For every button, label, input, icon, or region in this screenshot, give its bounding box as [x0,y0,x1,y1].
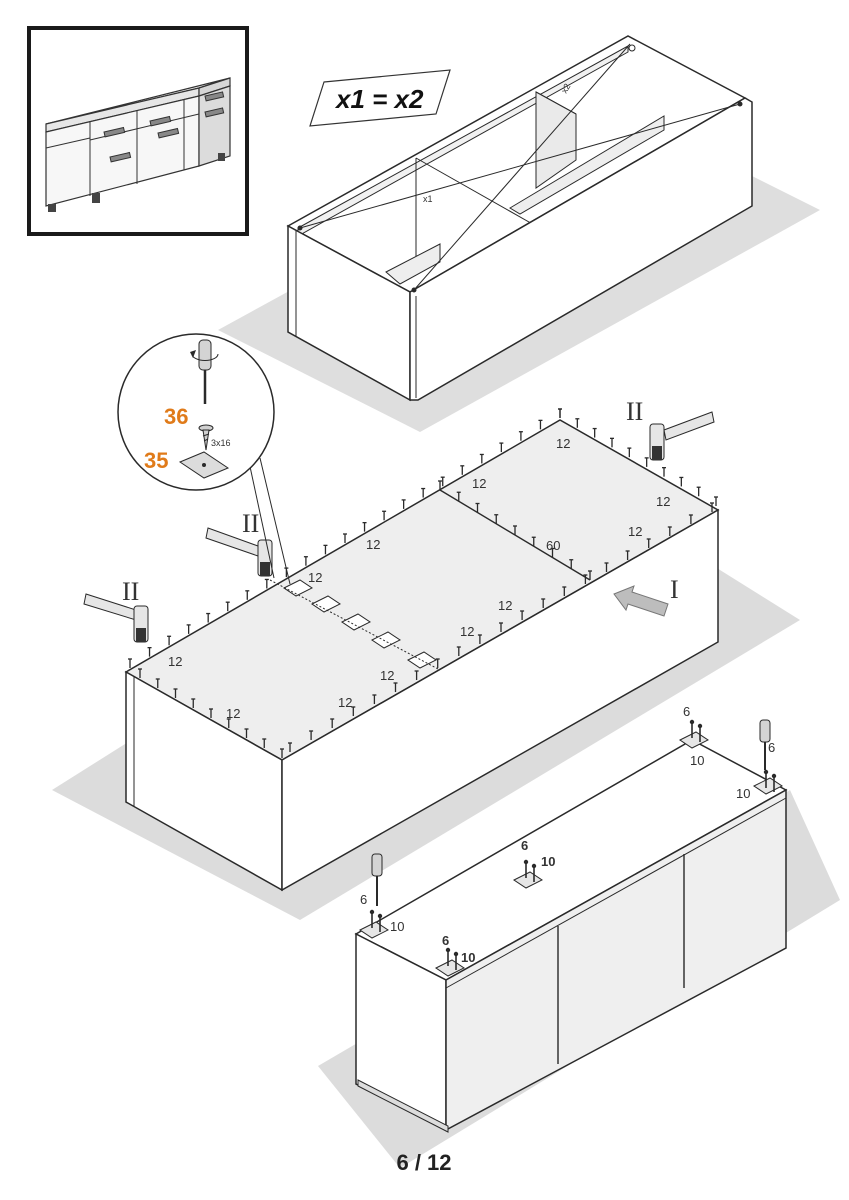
qty-label: 12 [460,624,474,639]
qty-label: 12 [556,436,570,451]
qty-label: 12 [226,706,240,721]
foot-screw-head [523,859,529,865]
screwdriver-icon [759,719,771,770]
qty-label: 12 [168,654,182,669]
hammer-icon [649,411,715,461]
base-feet-mounting: 6 10 6 10 6 10 6 10 6 10 [318,704,840,1168]
back-panel-nailing: 12 12 12 12 12 12 12 12 12 12 12 12 60 [52,408,800,920]
screw-icon [198,424,214,451]
part-number-36: 36 [164,404,188,429]
foot-qty: 6 [768,740,775,755]
foot-screw-head [771,773,777,779]
step-label-ii: II [242,509,259,538]
foot-screw-head [763,769,769,775]
step-label-ii: II [626,397,643,426]
diagonal-label-x1: x1 [423,194,433,204]
foot-qty: 10 [461,950,475,965]
connector-plates [283,579,437,669]
qty-label: 12 [380,668,394,683]
equation-text: x1 = x2 [334,84,424,114]
screw-detail-callout: 36 35 3x16 [117,333,291,585]
foot-screw-head [689,719,695,725]
qty-label: 12 [628,524,642,539]
qty-label: 12 [366,537,380,552]
push-arrow-icon [613,585,669,617]
qty-label-rail: 60 [546,538,560,553]
foot-screw-head [531,863,537,869]
foot-qty: 10 [390,919,404,934]
screwdriver-icon [190,339,219,404]
page-number: 6 / 12 [396,1150,451,1175]
foot-screw-head [697,723,703,729]
foot-qty: 6 [442,933,449,948]
qty-label: 12 [308,570,322,585]
foot-screws [369,719,777,970]
hammer-icon [205,527,273,577]
hammer-icon [83,593,149,643]
foot-qty: 10 [690,753,704,768]
qty-label: 12 [338,695,352,710]
foot-qty: 10 [541,854,555,869]
foot-qty: 6 [360,892,367,907]
qty-label: 12 [498,598,512,613]
screw-size: 3x16 [211,438,231,448]
equation-tag: x1 = x2 [309,69,451,127]
part-number-35: 35 [144,448,168,473]
step-label-ii: II [122,577,139,606]
finished-product-inset [27,26,249,236]
carcass-diagonal-check: x1 x2 [218,35,820,432]
diagonal-label-x2: x2 [559,82,572,95]
qty-label: 12 [472,476,486,491]
foot-block [359,731,783,977]
foot-screw-head [453,951,459,957]
foot-qty: 10 [736,786,750,801]
qty-label: 12 [656,494,670,509]
foot-screw-head [445,947,451,953]
foot-screw-head [377,913,383,919]
nails [128,408,718,758]
screwdriver-icon [371,853,383,906]
foot-qty: 6 [521,838,528,853]
foot-screw-head [369,909,375,915]
step-label-i: I [670,575,679,604]
foot-qty: 6 [683,704,690,719]
